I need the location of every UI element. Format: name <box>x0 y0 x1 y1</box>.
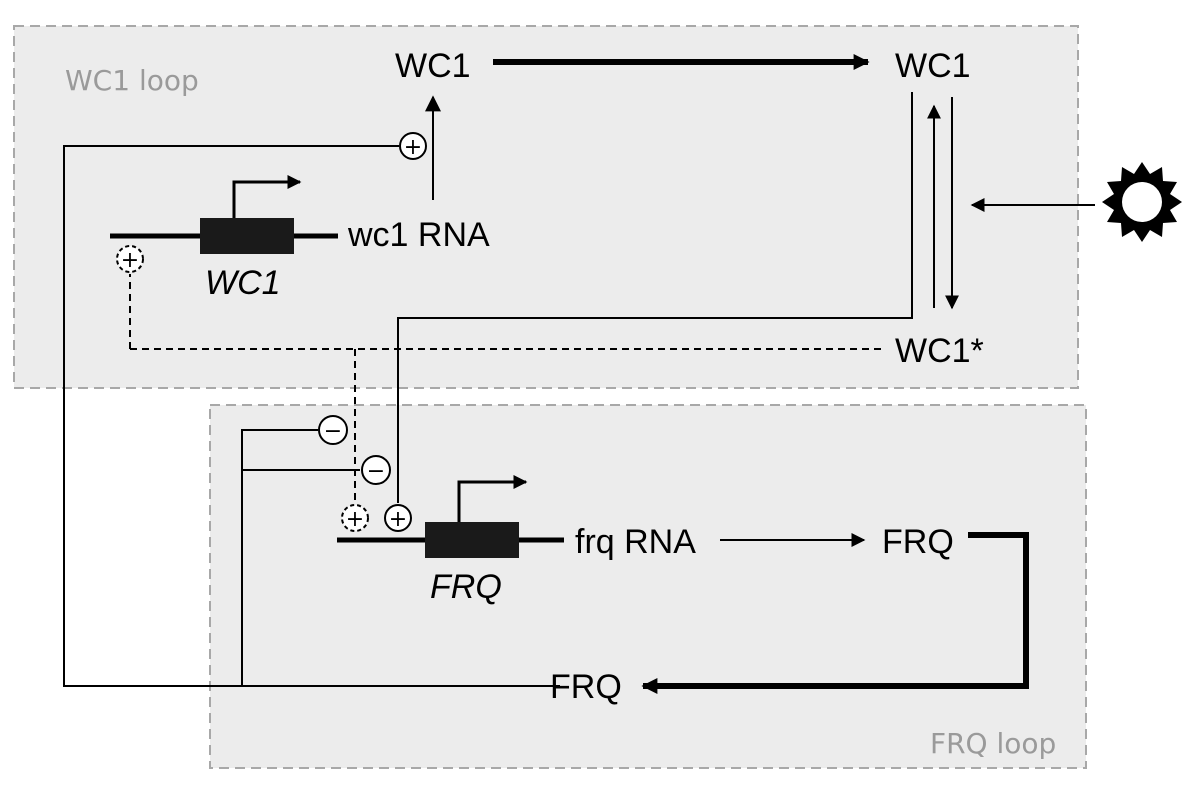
frq-rna-label: frq RNA <box>575 523 696 561</box>
frq-transcription-dashed-plus: + <box>341 504 369 532</box>
wc1-loop-label: WC1 loop <box>65 64 199 97</box>
wc1-to-frq-activation-line <box>397 92 913 503</box>
wc1-protein-label: WC1 <box>395 47 471 85</box>
frq-protein-label: FRQ <box>882 523 954 561</box>
frq-protein-bottom-label: FRQ <box>550 668 622 706</box>
frq-loop-panel <box>209 404 1087 769</box>
wc1-loop-panel <box>13 25 1079 389</box>
svg-text:+: + <box>404 135 422 160</box>
svg-text:+: + <box>389 507 407 532</box>
svg-text:−: − <box>324 419 342 444</box>
wc1-gene-label: WC1 <box>205 264 281 302</box>
wc1-star-label: WC1* <box>895 332 984 370</box>
wc1-promoter-arrow <box>232 175 302 218</box>
sun-icon <box>1102 162 1182 242</box>
wc1-transcription-dashed-plus: + <box>116 245 144 273</box>
frq-feedback-outer-line <box>63 145 560 687</box>
frq-feedback-inner-line <box>241 429 318 686</box>
frq-gene-box <box>425 522 519 558</box>
wc1-gene-box <box>200 218 294 254</box>
svg-text:+: + <box>121 248 139 273</box>
frq-repression-minus-upper: − <box>318 415 348 445</box>
frq-repression-minus-lower: − <box>361 455 391 485</box>
frq-transcription-plus: + <box>384 504 412 532</box>
svg-text:−: − <box>367 459 385 484</box>
wc1-rna-label: wc1 RNA <box>347 216 490 254</box>
frq-return-arrow <box>641 532 1029 694</box>
wc1-protein-label-right: WC1 <box>895 47 971 85</box>
svg-text:+: + <box>346 507 364 532</box>
frq-loop-label: FRQ loop <box>930 727 1056 760</box>
frq-gene-label: FRQ <box>430 568 502 606</box>
wc1-translation-plus: + <box>399 132 427 160</box>
frq-promoter-arrow <box>457 475 528 522</box>
